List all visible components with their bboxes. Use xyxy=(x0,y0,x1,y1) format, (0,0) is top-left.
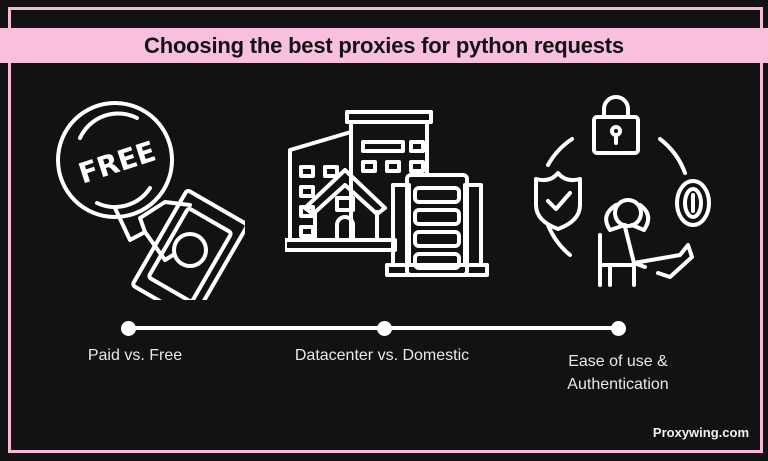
buildings-datacenter-icon xyxy=(285,110,489,277)
step-label-datacenter-vs-domestic: Datacenter vs. Domestic xyxy=(294,347,470,364)
step-label-line1: Ease of use & xyxy=(568,353,668,370)
timeline-dot-1 xyxy=(121,321,136,336)
free-money-icon: FREE xyxy=(56,101,245,300)
brand-watermark: Proxywing.com xyxy=(652,425,749,440)
timeline-dot-2 xyxy=(377,321,392,336)
page-title: Choosing the best proxies for python req… xyxy=(144,32,624,58)
step-label-ease-of-use: Ease of use & Authentication xyxy=(548,350,688,396)
timeline-line xyxy=(128,326,618,330)
step-label-paid-vs-free: Paid vs. Free xyxy=(87,347,183,364)
timeline-dot-3 xyxy=(611,321,626,336)
security-authentication-icon xyxy=(534,95,711,287)
pink-border-frame xyxy=(8,7,763,453)
title-banner: Choosing the best proxies for python req… xyxy=(0,28,768,63)
step-label-line2: Authentication xyxy=(567,376,669,393)
svg-text:FREE: FREE xyxy=(75,135,160,191)
